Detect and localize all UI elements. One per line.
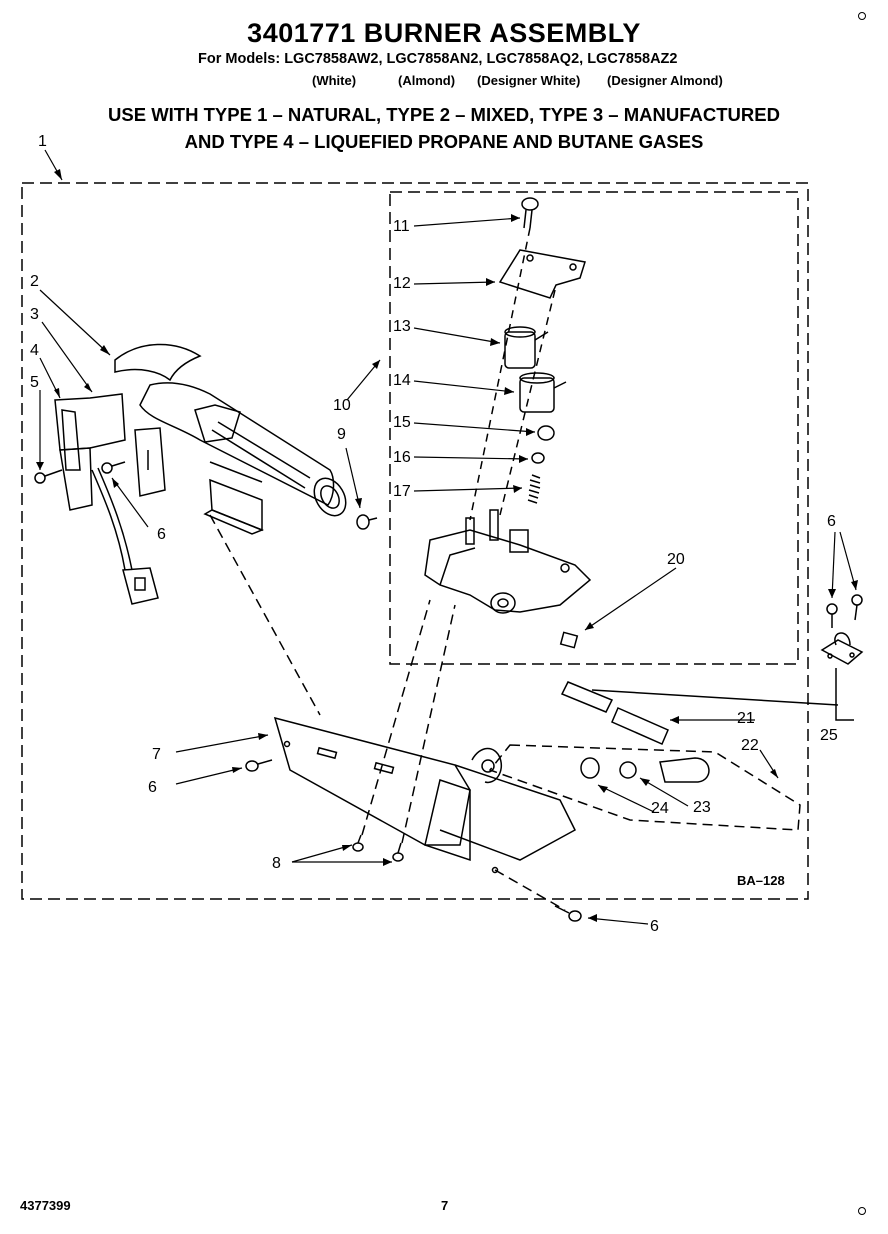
orifice — [356, 514, 378, 530]
callout-2: 2 — [30, 273, 39, 290]
callout-6-bottom: 6 — [650, 918, 659, 935]
bracket-left-screw — [245, 759, 273, 772]
callout-20: 20 — [667, 551, 685, 568]
callout-21: 21 — [737, 710, 755, 727]
assembly-boundary — [21, 182, 809, 900]
callout-13: 13 — [393, 318, 411, 335]
callout-12: 12 — [393, 275, 411, 292]
valve-subassembly-boundary — [389, 191, 799, 665]
coil-bracket-screw — [521, 197, 539, 229]
igniter-screws — [34, 461, 126, 484]
burner-mounting-bracket — [273, 716, 576, 874]
gas-type-line-1: USE WITH TYPE 1 – NATURAL, TYPE 2 – MIXE… — [108, 104, 780, 125]
gas-valve-body — [424, 509, 592, 614]
callout-14: 14 — [393, 372, 411, 389]
callout-15: 15 — [393, 414, 411, 431]
igniter-bracket — [54, 393, 166, 511]
finish-white: (White) — [312, 73, 357, 88]
callout-17: 17 — [393, 483, 411, 500]
callout-24: 24 — [651, 800, 669, 817]
pipe-fittings — [580, 757, 710, 783]
callout-16: 16 — [393, 449, 411, 466]
finish-designer-white: (Designer White) — [477, 73, 581, 88]
callout-25: 25 — [820, 727, 838, 744]
page-number: 7 — [441, 1198, 449, 1213]
finish-almond: (Almond) — [398, 73, 456, 88]
gas-pipe-nipple — [560, 681, 669, 745]
callout-6-bracket-left: 6 — [148, 779, 157, 796]
callout-5: 5 — [30, 374, 39, 391]
pipe-clamp — [820, 594, 864, 665]
callout-4: 4 — [30, 342, 39, 359]
registration-mark-bottom-right — [858, 1207, 866, 1215]
callout-22: 22 — [741, 737, 759, 754]
burner-tube — [114, 343, 347, 517]
callout-3: 3 — [30, 306, 39, 323]
callout-1: 1 — [38, 133, 47, 150]
callout-10: 10 — [333, 397, 351, 414]
callout-11: 11 — [393, 218, 410, 235]
callout-8: 8 — [272, 855, 281, 872]
callout-9: 9 — [337, 426, 346, 443]
bracket-bottom-screw — [554, 905, 582, 922]
valve-plunger-parts — [527, 425, 555, 504]
callout-arrowheads — [36, 169, 858, 922]
valve-coil-upper — [504, 326, 549, 369]
registration-mark-top-right — [858, 12, 866, 20]
gas-type-line-2: AND TYPE 4 – LIQUEFIED PROPANE AND BUTAN… — [184, 131, 704, 152]
igniter-wire-and-connector — [91, 467, 159, 605]
page-title: 3401771 BURNER ASSEMBLY — [247, 18, 641, 48]
bracket-screws — [352, 834, 404, 862]
document-number: 4377399 — [20, 1198, 71, 1213]
diagram-code: BA–128 — [737, 873, 785, 888]
models-line: For Models: LGC7858AW2, LGC7858AN2, LGC7… — [198, 51, 678, 67]
valve-coil-lower — [519, 372, 567, 413]
callout-leaders — [39, 149, 857, 925]
burner-tube-bracket — [203, 461, 265, 535]
callout-7: 7 — [152, 746, 161, 763]
callout-6-igniter: 6 — [157, 526, 166, 543]
callout-6-clamp: 6 — [827, 513, 836, 530]
callout-23: 23 — [693, 799, 711, 816]
valve-fitting — [559, 631, 579, 649]
coil-bracket — [498, 249, 586, 299]
finish-designer-almond: (Designer Almond) — [607, 73, 723, 88]
